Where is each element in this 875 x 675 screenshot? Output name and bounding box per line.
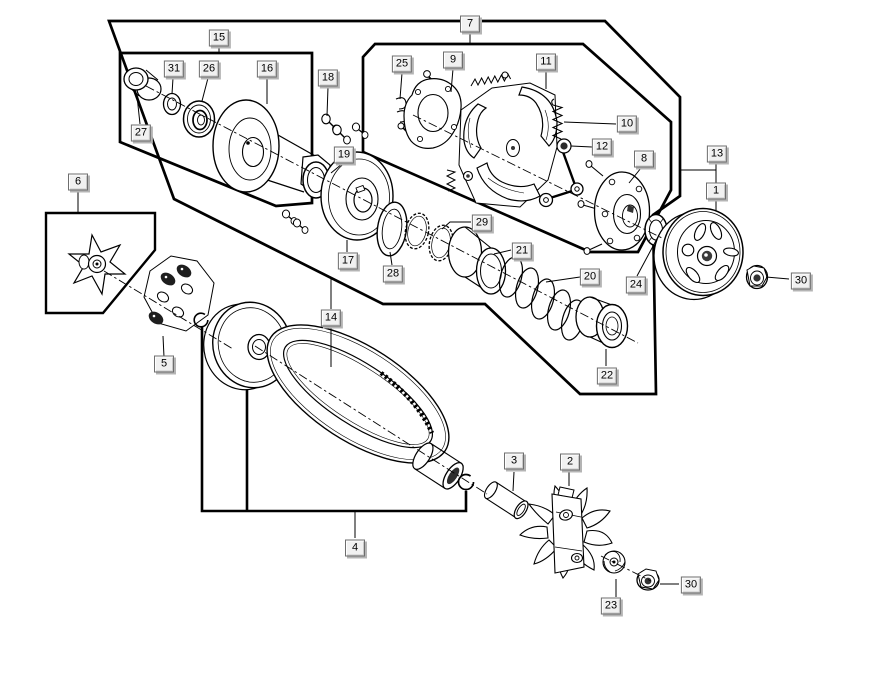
outline-variator-box [118,51,314,208]
part-14-belt [266,324,450,464]
callout-16[interactable]: 16 [256,60,278,78]
callout-27[interactable]: 27 [130,124,152,142]
callout-10[interactable]: 10 [616,115,638,133]
part-20-spring [498,256,586,341]
part-12-nut [556,138,572,154]
part-18-bolts [321,113,369,145]
part-1-clutch-bell [653,207,744,301]
callout-7[interactable]: 7 [460,15,480,33]
callout-21[interactable]: 21 [511,242,533,260]
part-30-nut-clutch [745,264,769,290]
part-28-seal [376,201,408,257]
callout-25[interactable]: 25 [391,55,413,73]
part-2-flywheel-fan [519,484,613,579]
part-22-spring-retainer [575,296,629,349]
callout-20[interactable]: 20 [579,268,601,286]
part-26-bearing [182,100,216,138]
part-4-pulley-half [203,301,292,391]
part-9-gasket-plate [403,78,462,149]
callout-11[interactable]: 11 [536,53,556,71]
callout-13[interactable]: 13 [706,145,728,163]
callout-23[interactable]: 23 [600,597,622,615]
clutch-spring-top [470,72,512,87]
callout-22[interactable]: 22 [596,367,618,385]
callout-1[interactable]: 1 [706,182,726,200]
callout-17[interactable]: 17 [337,252,359,270]
callout-12[interactable]: 12 [591,138,613,156]
part-27-bushing [123,67,162,101]
callout-31[interactable]: 31 [163,60,185,78]
callout-30-flywheel[interactable]: 30 [680,576,702,594]
axis-weights [103,270,234,350]
callout-28[interactable]: 28 [382,265,404,283]
part-23-impeller [602,550,626,574]
outline-clutch-group [361,42,673,254]
callout-5[interactable]: 5 [154,355,174,373]
callout-18[interactable]: 18 [317,69,339,87]
callout-29[interactable]: 29 [471,214,493,232]
clutch-linkage [445,151,584,208]
callout-9[interactable]: 9 [443,51,463,69]
outline-upper-group [107,19,682,396]
bracket-driven-pulley-group [200,327,468,513]
callout-24[interactable]: 24 [625,276,647,294]
part-6-pump-impeller [67,233,127,296]
axis-clutch [412,114,663,239]
axis-variator [145,85,639,344]
axis-lines [103,85,663,582]
callout-3[interactable]: 3 [504,452,524,470]
part-4-circlip [457,473,475,491]
callout-8[interactable]: 8 [634,150,654,168]
callout-connectors [77,33,790,597]
axis-belt-a [254,345,488,495]
part-17-pulley-hub [281,151,394,241]
group-outlines [44,19,682,513]
part-11-clutch-shoes [458,71,558,208]
part-4-bushing [412,442,464,490]
callout-6[interactable]: 6 [68,173,88,191]
callout-14[interactable]: 14 [320,309,342,327]
part-29-orings [404,212,454,262]
callout-4[interactable]: 4 [345,539,365,557]
callout-15[interactable]: 15 [208,29,230,47]
part-10-spring [551,98,564,140]
part-8-drive-plate [577,160,651,255]
callout-30-clutch[interactable]: 30 [790,272,812,290]
part-3-spacer [483,481,529,520]
callout-2[interactable]: 2 [560,453,580,471]
callout-26[interactable]: 26 [198,60,220,78]
part-21-spring-cup [447,226,507,295]
callout-19[interactable]: 19 [333,146,355,164]
part-5-roller-weights [143,255,215,332]
outline-pump-box [44,211,157,315]
